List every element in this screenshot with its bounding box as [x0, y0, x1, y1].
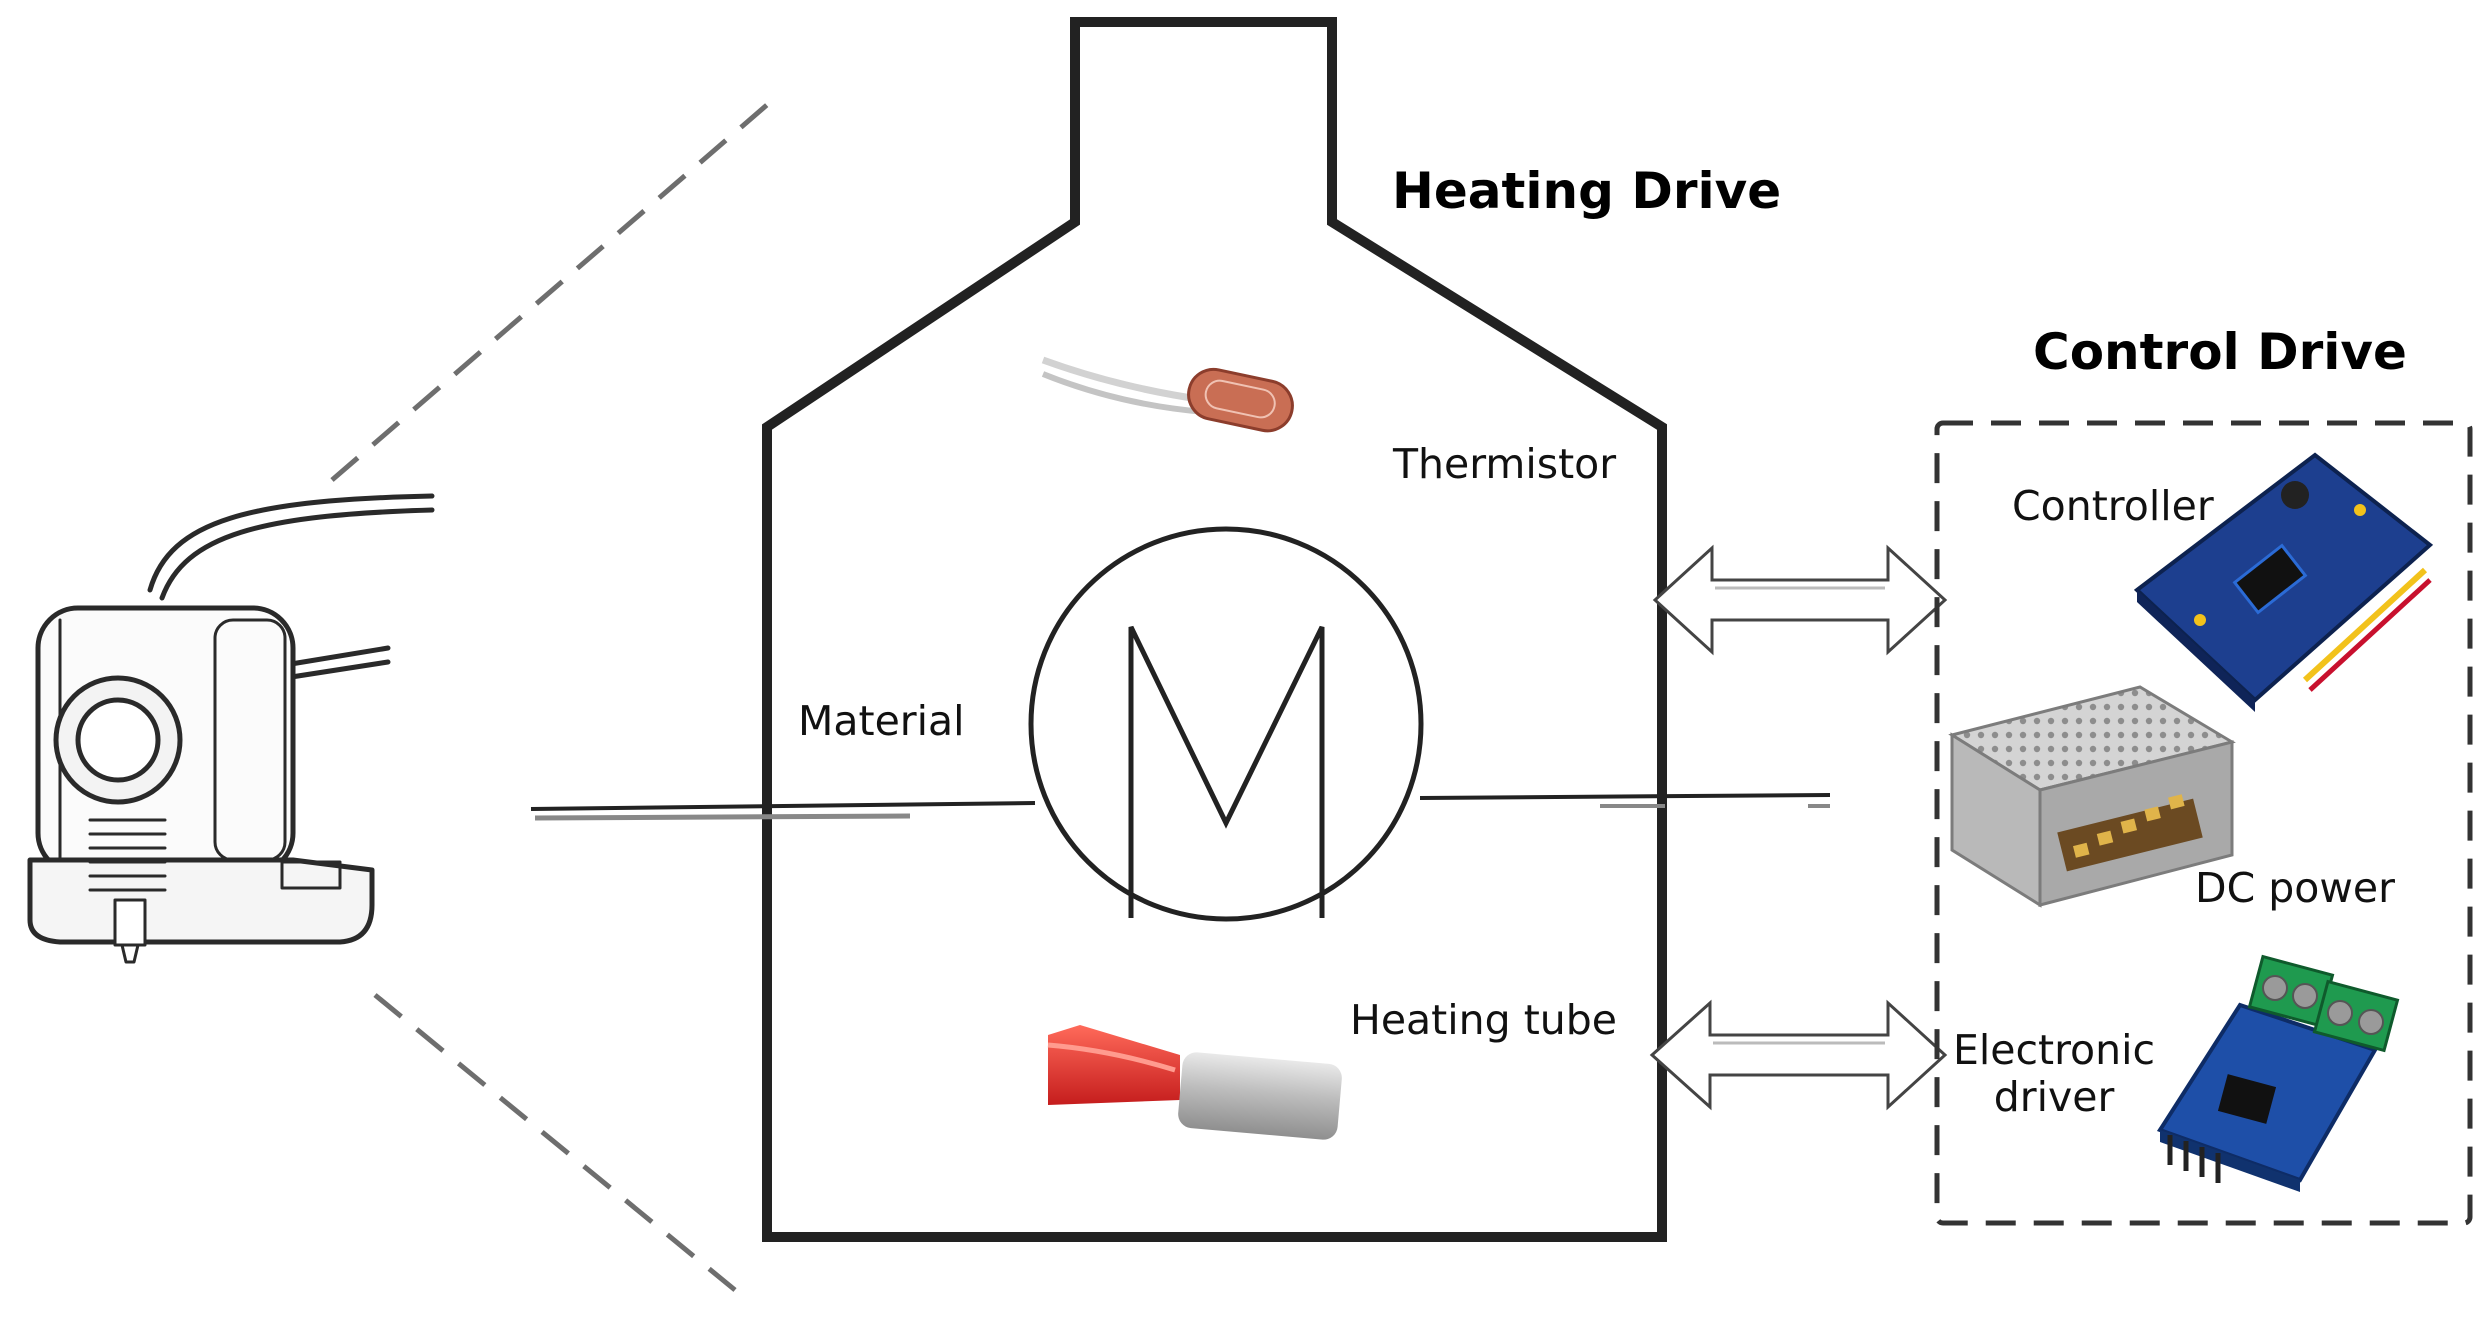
- heating-drive-title: Heating Drive: [1392, 162, 1782, 220]
- control-drive-box: [1934, 420, 2473, 1226]
- dc-power-image: [1948, 685, 2236, 908]
- electronic-driver-label-line1: Electronic: [1952, 1026, 2156, 1074]
- zoom-line-bottom: [373, 993, 737, 1292]
- motor-symbol: [1028, 526, 1424, 922]
- filament-cable-lower: [282, 645, 391, 668]
- material-label: Material: [798, 697, 965, 745]
- material-line: [530, 793, 1831, 821]
- nozzle: [113, 898, 147, 964]
- thermistor-label: Thermistor: [1393, 440, 1617, 488]
- dc-terminal-block: [2057, 798, 2203, 872]
- controller-label: Controller: [2012, 482, 2214, 530]
- arrow-driver-link: [1649, 999, 1948, 1111]
- motor-m-letter: [1128, 625, 1325, 918]
- heating-drive-housing: [762, 17, 1667, 1242]
- electronic-driver-label: Electronic driver: [1950, 1026, 2158, 1122]
- heating-tube-label: Heating tube: [1350, 996, 1618, 1044]
- zoom-lines: [330, 96, 777, 1292]
- motor-circle: [1028, 526, 1424, 922]
- heating-tube-metal: [1178, 1052, 1342, 1140]
- electronic-driver-label-line2: driver: [1993, 1073, 2115, 1122]
- filament-cable-upper: [147, 493, 435, 593]
- printhead-sketch: [27, 493, 435, 964]
- fan-inner: [75, 697, 161, 783]
- arrow-controller-link: [1652, 544, 1948, 656]
- dc-power-label: DC power: [2195, 864, 2395, 912]
- zoom-line-top: [330, 96, 777, 482]
- electronic-driver-image: [2156, 954, 2400, 1192]
- filament-cable-inner: [159, 507, 435, 601]
- controller-board-image: [2133, 452, 2434, 712]
- heating-tube-image: [1047, 1025, 1342, 1140]
- thermistor-image: [1041, 356, 1294, 433]
- heatsink-fins: [88, 818, 167, 892]
- printhead-base: [27, 857, 375, 945]
- control-drive-title: Control Drive: [2033, 323, 2407, 381]
